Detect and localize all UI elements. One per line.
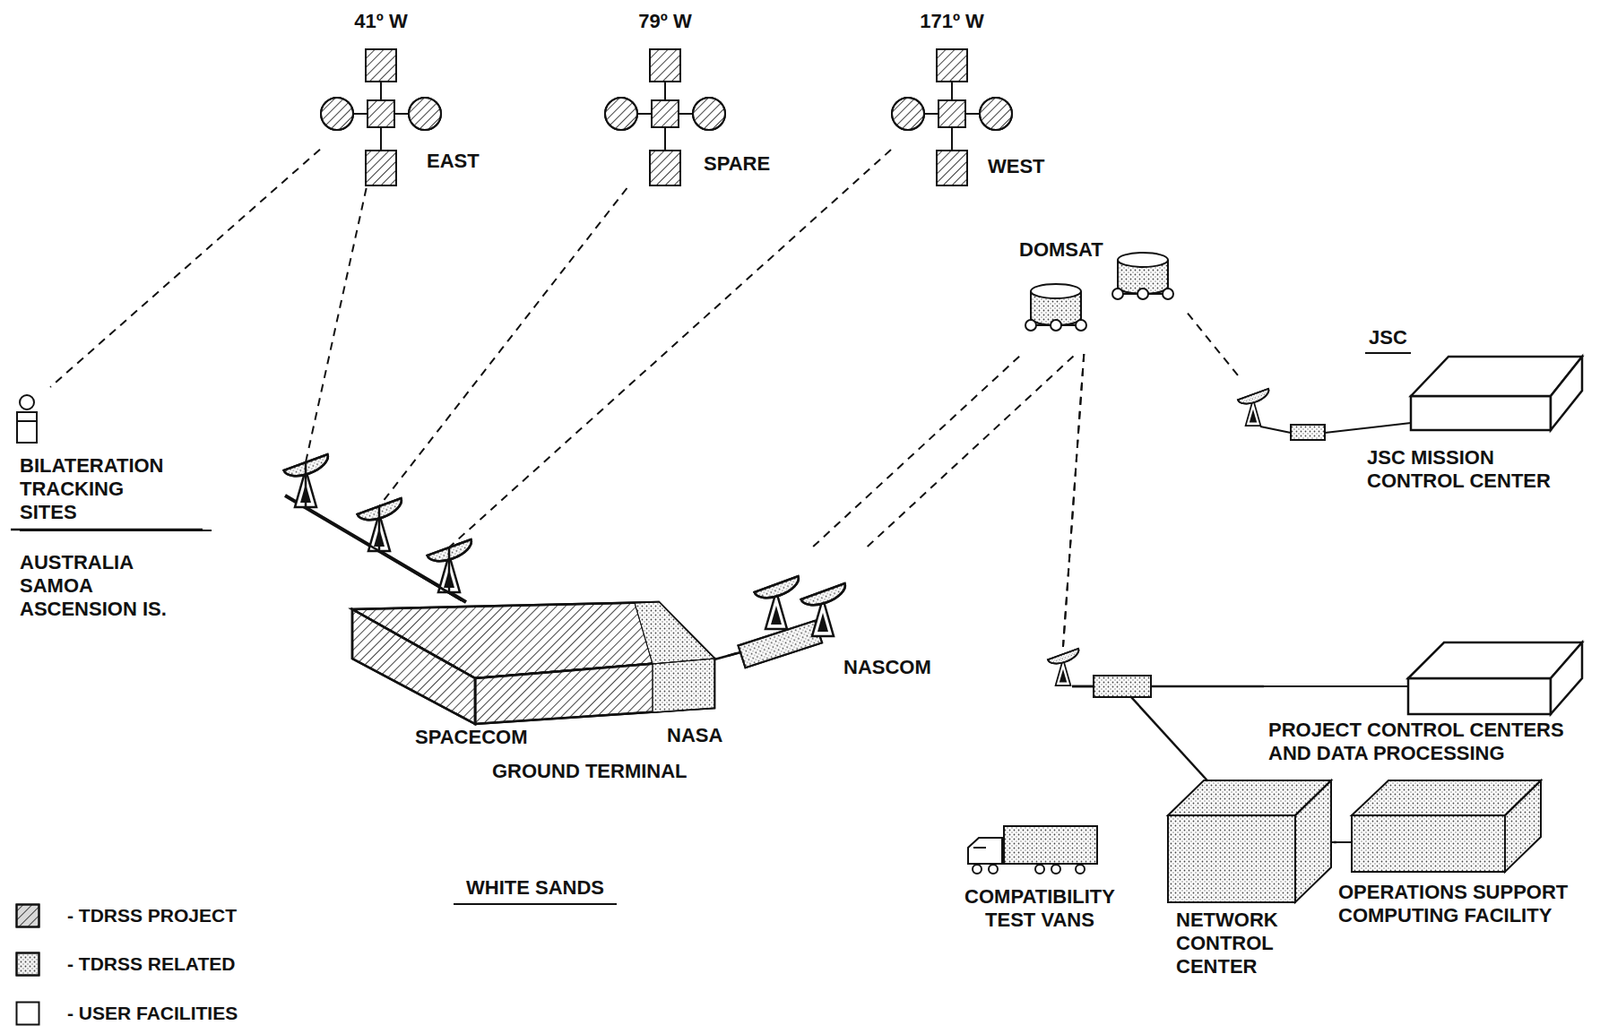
- node-label: NASCOM: [843, 656, 932, 680]
- legend-item: - TDRSS PROJECT: [15, 903, 237, 929]
- legend-text: - USER FACILITIES: [67, 1003, 238, 1025]
- link-segment: [378, 506, 381, 552]
- link-line: [379, 188, 627, 601]
- node-label: DOMSAT: [1019, 238, 1104, 262]
- node-label: AUSTRALIA SAMOA ASCENSION IS.: [19, 551, 180, 622]
- control-center: NETWORK CONTROL CENTER: [1163, 780, 1334, 983]
- legend-text: - TDRSS PROJECT: [67, 905, 237, 927]
- link-segment: [449, 149, 891, 548]
- computing-facility: OPERATIONS SUPPORT COMPUTING FACILITY: [1336, 780, 1592, 934]
- location-heading: WHITE SANDS: [453, 876, 617, 906]
- jsc-link-icons: [1237, 389, 1411, 441]
- legend-swatch: [15, 903, 41, 929]
- link-line: [1063, 354, 1264, 687]
- link-segment: [1063, 354, 1084, 648]
- test-vans: COMPATIBILITY TEST VANS: [941, 817, 1139, 936]
- satellite: 171º W WEST: [890, 4, 1095, 189]
- satellite-icons: [320, 49, 1174, 331]
- link-segment: [1131, 697, 1208, 781]
- link-segment: [449, 592, 462, 601]
- node-label: NASA: [666, 724, 723, 748]
- legend-item: - USER FACILITIES: [15, 1001, 238, 1027]
- control-center: JSC JSC MISSION CONTROL CENTER: [1241, 322, 1587, 498]
- dish-mount-bar: [285, 495, 467, 603]
- domsat-icon: [1025, 284, 1087, 331]
- nascom-station-icon: [737, 576, 848, 668]
- link-segment: [1063, 354, 1084, 648]
- ground-dishes: [284, 454, 476, 603]
- link-line: [1063, 354, 1208, 781]
- node-label: WEST: [987, 155, 1046, 179]
- node-label: 41º W: [320, 9, 442, 34]
- satellite: 79º W SPARE: [604, 4, 808, 189]
- ground-terminal: SPACECOM NASA GROUND TERMINAL: [346, 600, 728, 794]
- node-label: GROUND TERMINAL: [492, 760, 688, 784]
- domsat-icon: [1112, 252, 1174, 300]
- link-line: [727, 653, 737, 657]
- control-center: PROJECT CONTROL CENTERS AND DATA PROCESS…: [1263, 631, 1592, 769]
- legend-swatch: [15, 951, 41, 978]
- link-segment: [305, 507, 462, 601]
- link-segment: [379, 188, 627, 507]
- node-label: SPARE: [703, 152, 770, 176]
- node-label: SPACECOM: [415, 726, 528, 750]
- link-segment: [867, 354, 1076, 547]
- node-label: 171º W: [890, 9, 1013, 34]
- test-van-icon: [968, 826, 1098, 874]
- link-segment: [305, 188, 367, 463]
- ground-terminal-box: [352, 602, 744, 725]
- user-facility-boxes: [1408, 356, 1583, 715]
- tdrs-satellite: [320, 49, 442, 186]
- link-line: [305, 188, 462, 601]
- link-segment: [812, 354, 1022, 547]
- link-segment: [1150, 685, 1264, 689]
- link-line: [1187, 313, 1242, 381]
- link-segment: [727, 653, 737, 657]
- link-segment: [1187, 313, 1242, 381]
- satellite: 41º W EAST: [320, 4, 524, 189]
- legend-item: - TDRSS RELATED: [15, 951, 235, 978]
- node-label: NETWORK CONTROL CENTER: [1176, 908, 1293, 979]
- link-segment: [1072, 685, 1094, 689]
- link-line: [812, 354, 1022, 547]
- dish-antenna: [284, 454, 332, 508]
- legend-text: - TDRSS RELATED: [67, 953, 235, 976]
- node-label: BILATERATION TRACKING SITES: [19, 454, 212, 532]
- link-segment: [50, 149, 320, 388]
- node-label: JSC MISSION CONTROL CENTER: [1366, 446, 1565, 493]
- link-segment: [1072, 685, 1094, 689]
- tracking-sites: BILATERATION TRACKING SITES AUSTRALIA SAM…: [10, 387, 226, 652]
- nascom-station: NASCOM: [736, 546, 970, 683]
- link-segment: [1333, 841, 1337, 845]
- link-segment: [304, 462, 308, 508]
- link-line: [1333, 842, 1337, 844]
- node-label: EAST: [426, 149, 480, 173]
- link-line: [867, 354, 1076, 547]
- node-label: COMPATIBILITY TEST VANS: [950, 885, 1130, 933]
- legend-swatch: [15, 1001, 41, 1027]
- node-label: OPERATIONS SUPPORT COMPUTING FACILITY: [1338, 881, 1585, 928]
- node-label: PROJECT CONTROL CENTERS AND DATA PROCESS…: [1268, 718, 1578, 766]
- link-line: [449, 149, 891, 601]
- link-line: [50, 149, 320, 388]
- node-label: JSC: [1365, 326, 1411, 355]
- node-label: 79º W: [604, 9, 727, 34]
- domsat-satellites: DOMSAT: [1008, 234, 1188, 355]
- link-segment: [448, 547, 451, 593]
